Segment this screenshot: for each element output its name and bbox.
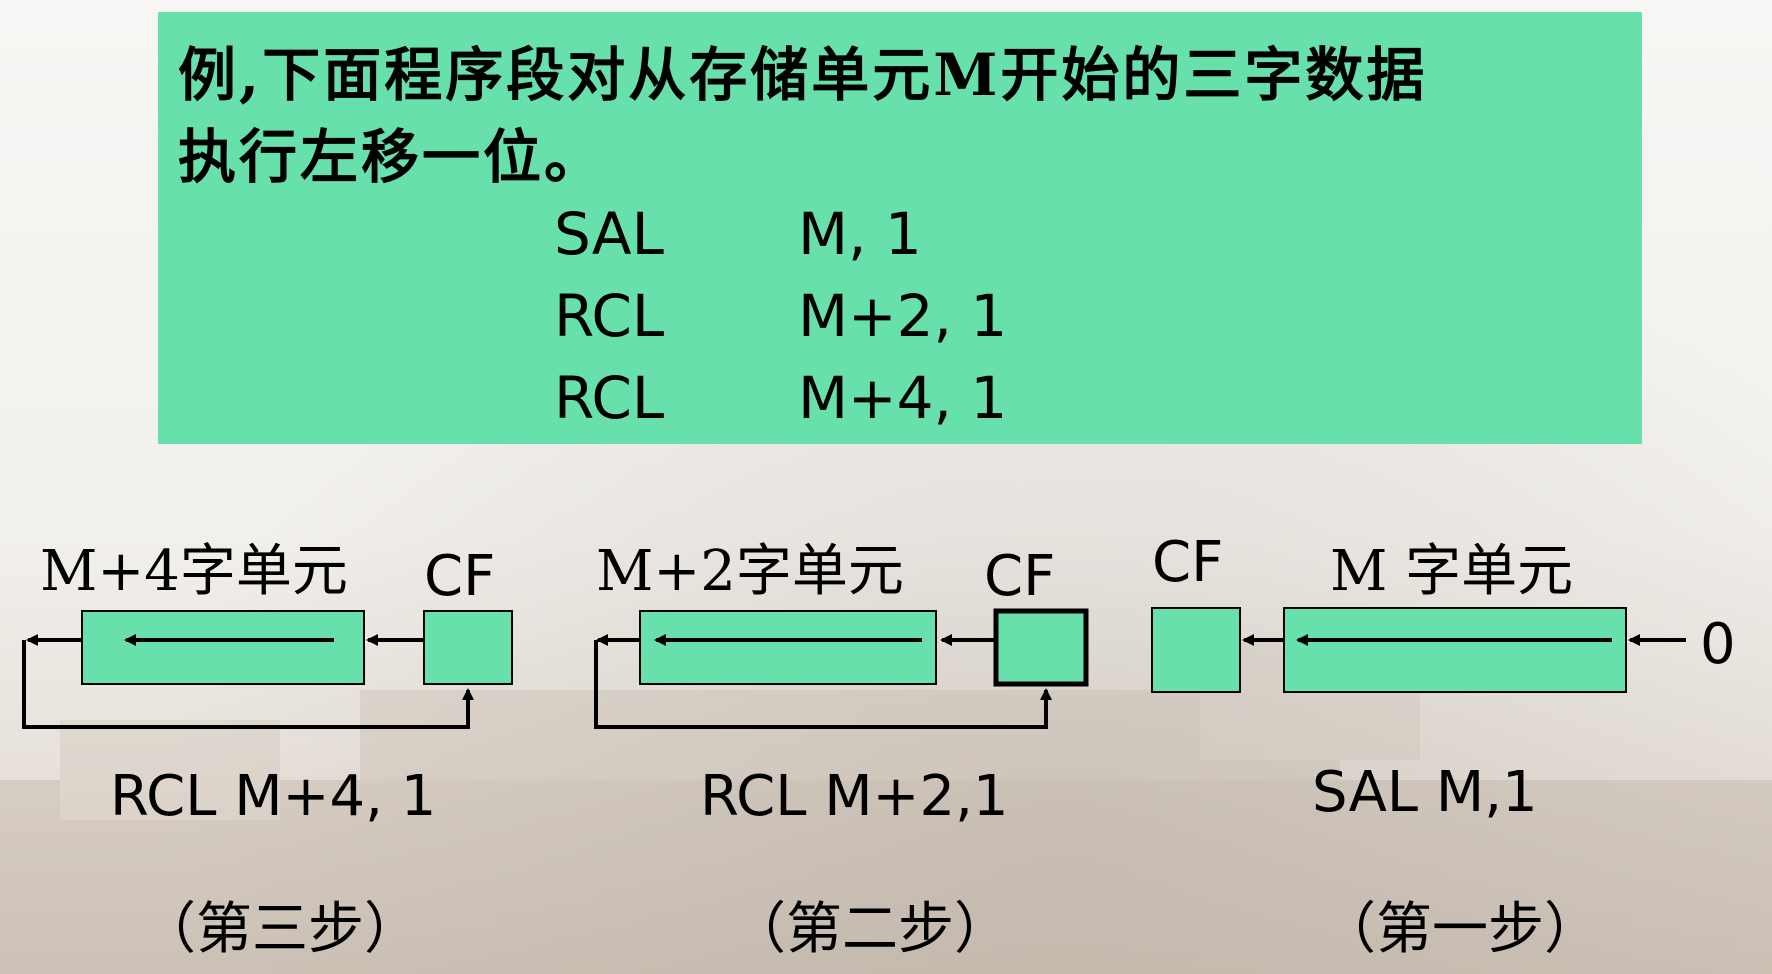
- step1-cf-label: CF: [1152, 530, 1224, 595]
- step3-cf-label: CF: [424, 544, 496, 609]
- code-line-1-arg: M, 1: [798, 200, 922, 268]
- step3-label: （第三步）: [140, 897, 420, 962]
- step2-label: （第二步）: [730, 897, 1010, 962]
- code-line-3-op: RCL: [554, 364, 665, 432]
- step1-unit-label: M 字单元: [1330, 539, 1574, 604]
- step2-cf-box: [993, 608, 1089, 687]
- intro-line-1: 例,下面程序段对从存储单元M开始的三字数据: [178, 41, 1428, 109]
- step1-input-value: 0: [1700, 612, 1736, 677]
- code-line-2-op: RCL: [554, 282, 665, 350]
- step3-loop-line: [22, 640, 474, 729]
- step2-loop-line: [594, 640, 1052, 729]
- code-line-2-arg: M+2, 1: [798, 282, 1008, 350]
- intro-line-2: 执行左移一位。: [178, 123, 606, 191]
- step1-instruction: SAL M,1: [1312, 760, 1538, 825]
- step3-instruction: RCL M+4, 1: [110, 764, 437, 829]
- step2-cf-label: CF: [984, 544, 1056, 609]
- code-line-1-op: SAL: [554, 200, 664, 268]
- step3-unit-label: M+4字单元: [40, 539, 348, 604]
- example-box: [158, 12, 1642, 444]
- step3-unit-box: [81, 610, 365, 685]
- step1-unit-box: [1283, 607, 1627, 693]
- step1-cf-box: [1151, 607, 1241, 693]
- step1-label: （第一步）: [1320, 897, 1600, 962]
- step2-unit-box: [639, 610, 937, 685]
- step2-unit-label: M+2字单元: [596, 539, 904, 604]
- step3-cf-box: [423, 610, 513, 685]
- code-line-3-arg: M+4, 1: [798, 364, 1008, 432]
- step2-instruction: RCL M+2,1: [700, 764, 1009, 829]
